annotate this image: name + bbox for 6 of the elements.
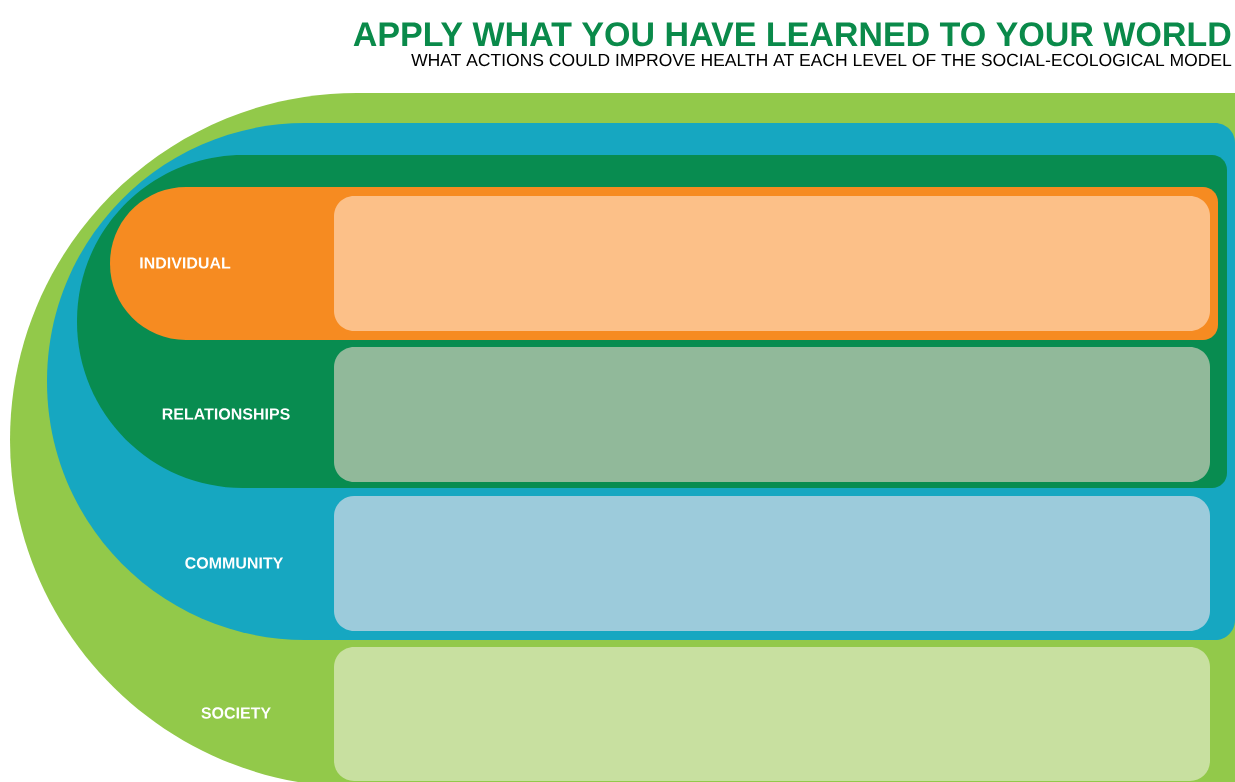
answer-box: [334, 347, 1210, 482]
answer-box: [334, 496, 1210, 631]
answer-box: [334, 647, 1210, 781]
answer-box: [334, 196, 1210, 331]
title: APPLY WHAT YOU HAVE LEARNED TO YOUR WORLD: [353, 22, 1231, 47]
subtitle: WHAT ACTIONS COULD IMPROVE HEALTH AT EACH LEVEL OF THE SOCIAL-ECOLOGICAL MODEL: [411, 53, 1232, 67]
